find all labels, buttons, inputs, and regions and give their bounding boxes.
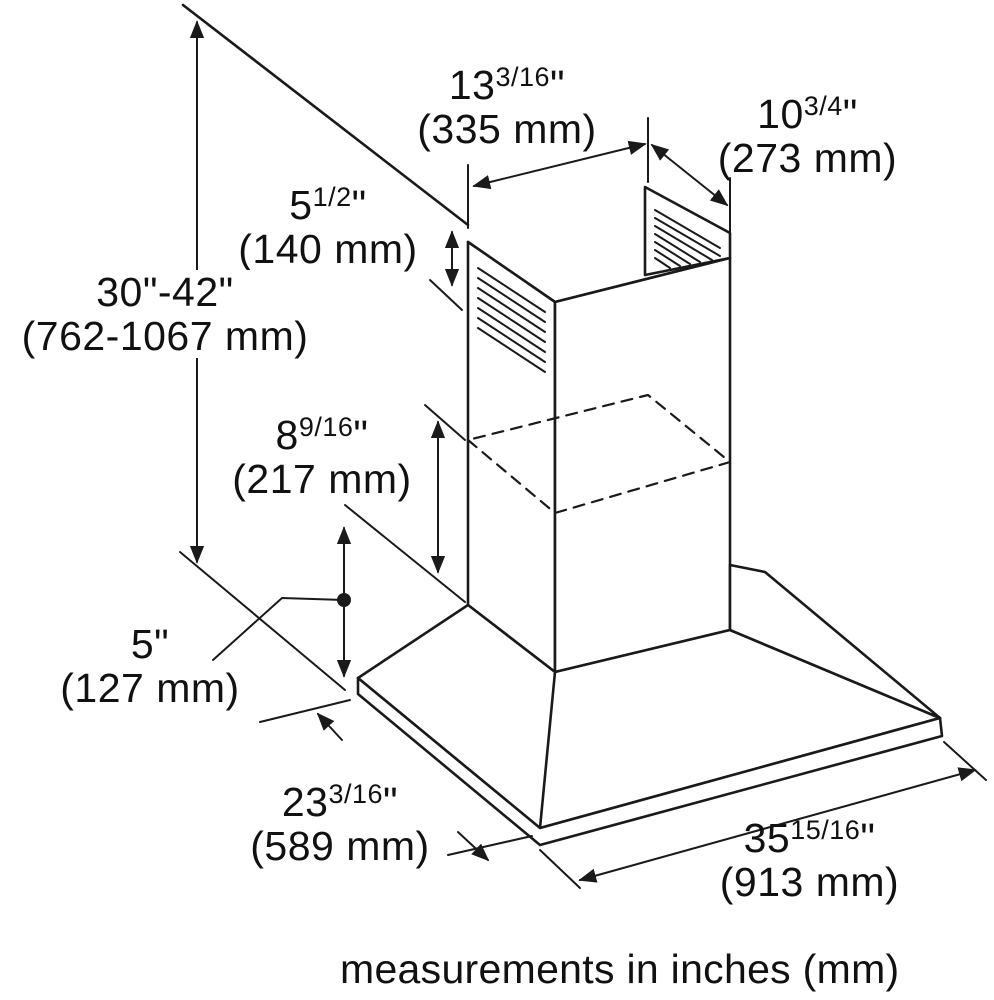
label-chimney-width: 133/16" (335 mm) xyxy=(417,62,597,152)
dim-chimney-depth-line xyxy=(650,143,729,207)
dim-chimney-width-line xyxy=(472,140,647,190)
dim-canopy-depth-arrow-bottom xyxy=(457,831,490,862)
label-canopy-depth: 233/16" (589 mm) xyxy=(250,779,430,869)
canopy-back-slope xyxy=(728,563,942,720)
label-overall-height: 30"-42" (762-1067 mm) xyxy=(0,270,330,358)
dim-canopy-width-ext-right xyxy=(943,741,987,781)
dim-canopy-width-line xyxy=(578,767,977,883)
rear-vent-slots xyxy=(654,209,721,269)
dim-canopy-width-ext-left xyxy=(539,849,581,889)
dim-canopy-depth-arrow-top xyxy=(316,712,343,741)
side-vent-slots xyxy=(477,267,546,373)
label-vent-offset: 51/2" (140 mm) xyxy=(238,182,418,272)
chimney-front-face xyxy=(553,256,732,674)
chimney-left-face xyxy=(466,240,557,674)
leader-dot xyxy=(337,593,351,607)
canopy-ridge xyxy=(538,670,557,830)
label-chimney-overlap: 89/16" (217 mm) xyxy=(232,412,412,502)
dim-canopy-depth-ext-top xyxy=(259,699,351,723)
label-chimney-depth: 103/4" (273 mm) xyxy=(717,91,898,181)
measurement-caption: measurements in inches (mm) xyxy=(340,946,900,992)
dim-canopy-height-leader xyxy=(212,597,345,661)
label-canopy-height: 5" (127 mm) xyxy=(60,621,240,711)
canopy-front-edge xyxy=(356,676,944,847)
dim-overlap-ext-bottom xyxy=(344,504,466,603)
dim-overlap-ext-top xyxy=(424,404,466,441)
chimney-overlap-dashes xyxy=(466,393,732,515)
wall-line xyxy=(181,3,470,227)
dim-height-ext-bottom xyxy=(179,551,346,691)
dim-canopy-depth-ext-bottom xyxy=(447,835,533,856)
label-canopy-width: 3515/16" (913 mm) xyxy=(719,815,900,905)
dim-vent-offset-ext xyxy=(429,279,463,311)
